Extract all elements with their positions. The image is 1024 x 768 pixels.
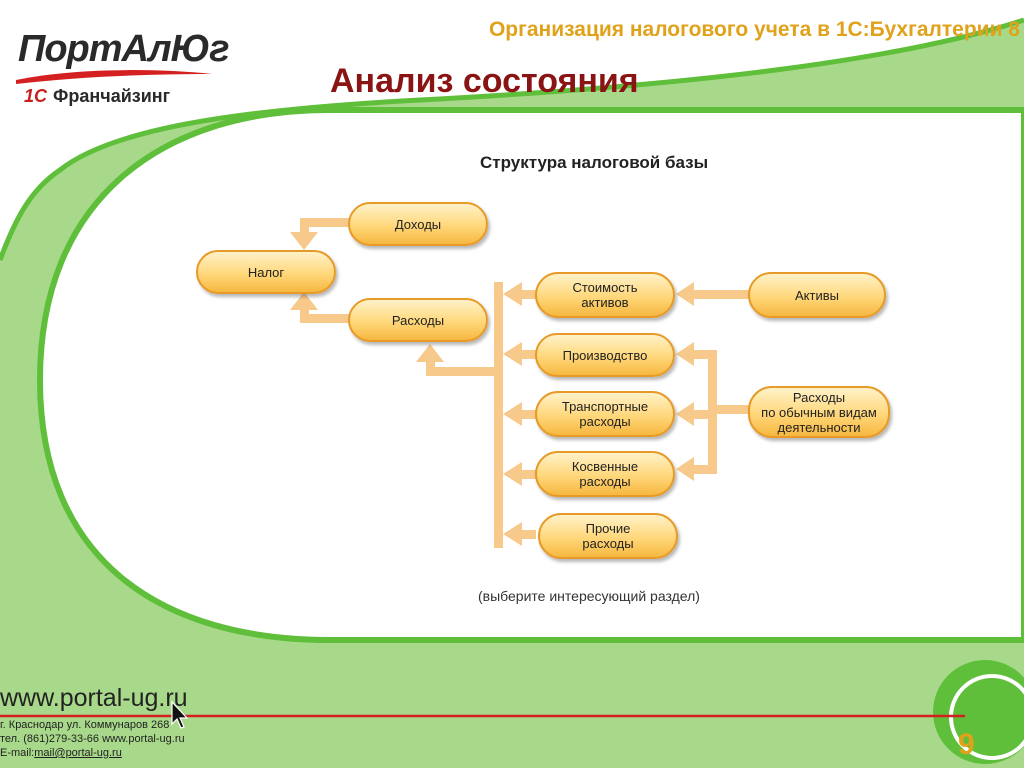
arrow-to-transport — [503, 402, 522, 426]
arrow-ordinary-to-production — [676, 342, 694, 366]
logo-brand-text: ПортАлЮг — [18, 28, 229, 70]
footer-website[interactable]: www.portal-ug.ru — [0, 684, 188, 712]
arrow-ordinary-to-transport — [676, 402, 694, 426]
slide-title: Анализ состояния — [330, 62, 639, 100]
arrow-to-asset-cost — [503, 282, 522, 306]
footer-address: г. Краснодар ул. Коммунаров 268 тел. (86… — [0, 718, 185, 760]
arrow-expenses-to-tax — [290, 292, 318, 310]
node-income[interactable]: Доходы — [348, 202, 488, 246]
arrow-to-production — [503, 342, 522, 366]
arrow-to-indirect — [503, 462, 522, 486]
arrow-income-to-tax — [290, 232, 318, 250]
diagram-hint: (выберите интересующий раздел) — [478, 588, 700, 604]
footer-email-link[interactable]: mail@portal-ug.ru — [34, 747, 122, 759]
arrow-ordinary-to-indirect — [676, 457, 694, 481]
diagram-title: Структура налоговой базы — [480, 153, 709, 172]
logo-franchise-text: Франчайзинг — [53, 86, 171, 106]
node-ordinary-activity-expenses[interactable]: Расходы по обычным видам деятельности — [748, 386, 890, 438]
node-other-expenses[interactable]: Прочие расходы — [538, 513, 678, 559]
logo-1c-mark: 1С — [24, 86, 48, 106]
mouse-cursor-icon — [171, 700, 188, 729]
footer-address-line1: г. Краснодар ул. Коммунаров 268 — [0, 719, 170, 731]
node-expenses[interactable]: Расходы — [348, 298, 488, 342]
page-number: 9 — [958, 728, 975, 761]
portal-ug-logo: ПортАлЮг — [18, 28, 229, 71]
connector-income — [304, 218, 350, 227]
footer-address-line2: тел. (861)279-33-66 www.portal-ug.ru — [0, 733, 185, 745]
presentation-title: Организация налогового учета в 1С:Бухгал… — [488, 18, 1020, 41]
connector-bus — [494, 282, 503, 548]
connector-assets — [690, 290, 750, 299]
node-indirect-expenses[interactable]: Косвенные расходы — [535, 451, 675, 497]
node-assets[interactable]: Активы — [748, 272, 886, 318]
connector-ordinary — [708, 350, 717, 474]
arrow-to-other — [503, 522, 522, 546]
arrow-bus-to-expenses — [416, 344, 444, 362]
node-transport-expenses[interactable]: Транспортные расходы — [535, 391, 675, 437]
arrow-assets-to-asset-cost — [676, 282, 694, 306]
footer-email-label: E-mail: — [0, 747, 35, 759]
connector-expenses — [304, 314, 350, 323]
footer-address-line3: E-mail:mail@portal-ug.ru — [0, 746, 185, 760]
node-production[interactable]: Производство — [535, 333, 675, 377]
node-tax[interactable]: Налог — [196, 250, 336, 294]
logo-swoosh-icon — [16, 70, 212, 84]
node-asset-cost[interactable]: Стоимость активов — [535, 272, 675, 318]
